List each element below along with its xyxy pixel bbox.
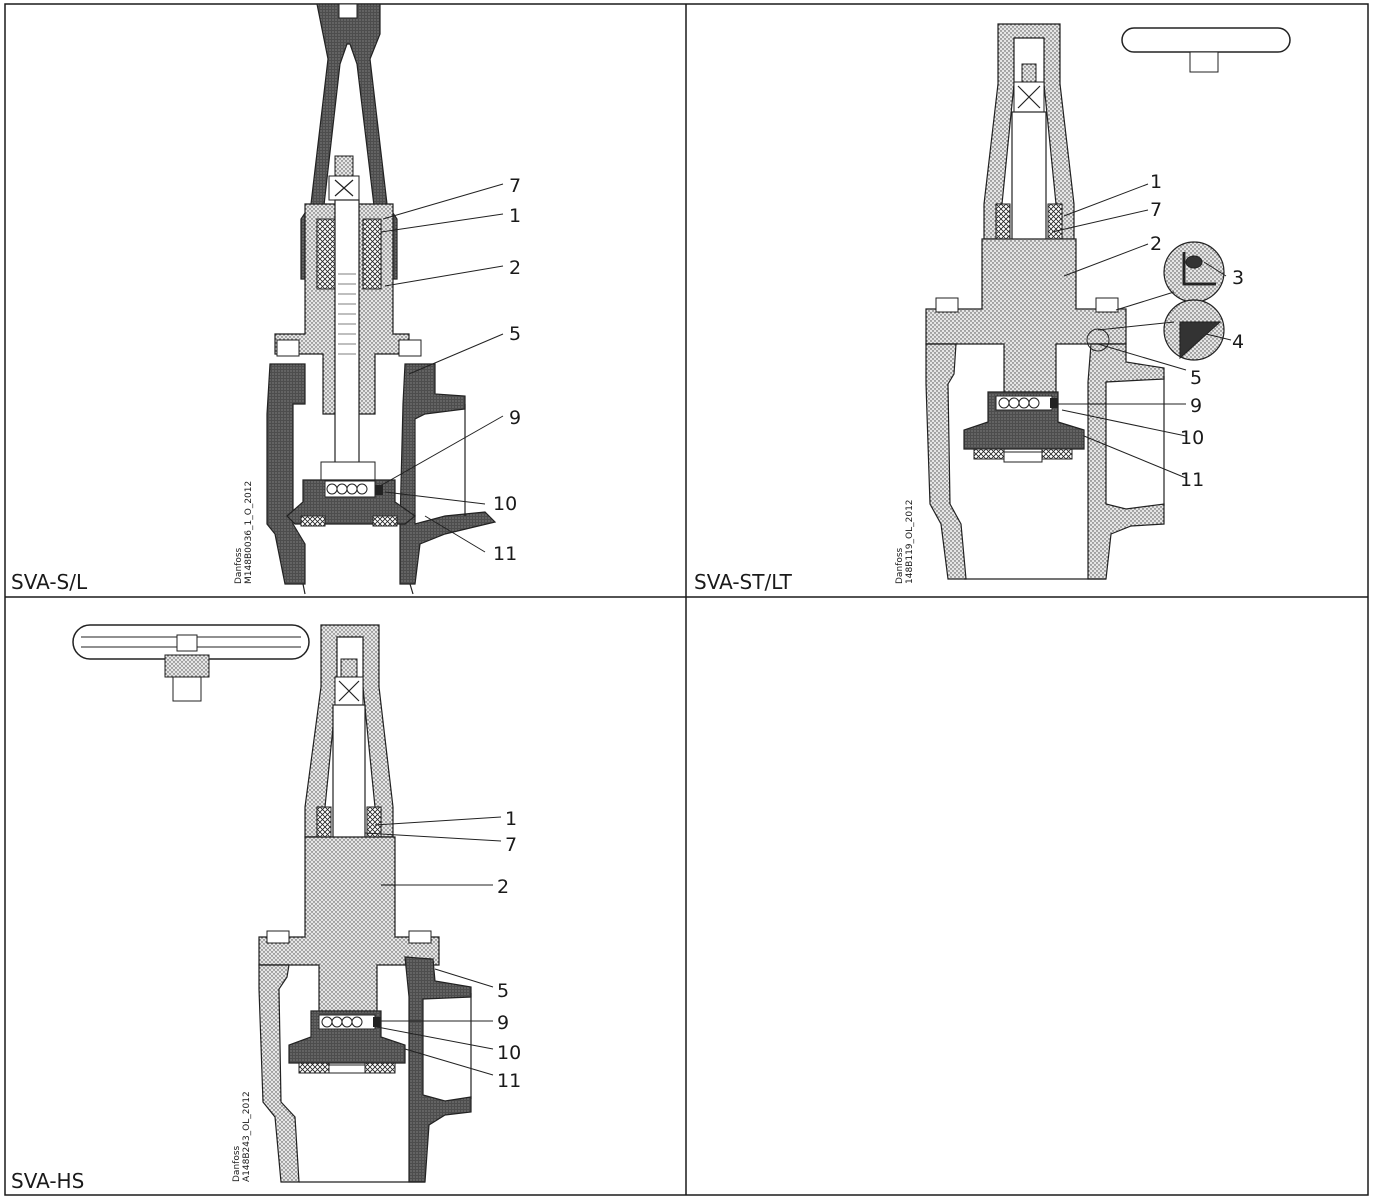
yoke-slot <box>338 4 358 19</box>
callout-label: 5 <box>509 323 521 345</box>
spindle <box>334 199 360 491</box>
callout-label: 2 <box>497 876 509 898</box>
callout-label: 1 <box>1150 171 1162 193</box>
drawing-code-line1: Danfoss <box>895 547 905 584</box>
callout-label: 1 <box>505 808 517 830</box>
callout-label: 11 <box>1180 469 1204 491</box>
callout-label: 10 <box>1180 427 1204 449</box>
packing-left <box>316 218 336 290</box>
body-left-wall <box>266 363 306 585</box>
callout-label: 5 <box>1190 367 1202 389</box>
callout-label: 11 <box>493 543 517 565</box>
drawing-code-line2: A148B243_OL_2012 <box>242 1091 252 1182</box>
valve-drawing-sva-s-l: 7 1 2 5 9 10 11 Danfoss M148B0036_1_O_20… <box>234 4 521 595</box>
callout-label: 11 <box>497 1070 521 1092</box>
valve-drawing-sva-st-lt: 1 7 2 3 4 5 9 10 11 Danfoss 148B119_OL_2… <box>895 23 1291 584</box>
handwheel-hub <box>1189 51 1219 73</box>
detail-circle-3 <box>1163 241 1225 303</box>
callout-label: 10 <box>497 1042 521 1064</box>
callout-label: 9 <box>1190 395 1202 417</box>
body-right-wall <box>399 363 497 585</box>
callout-label: 3 <box>1232 267 1244 289</box>
packing-right <box>362 218 382 290</box>
callout-label: 10 <box>493 493 517 515</box>
callout-label: 1 <box>509 205 521 227</box>
body-left-wall <box>925 343 967 580</box>
handwheel-hub <box>164 654 210 678</box>
figure-sva-hs: 1 7 2 5 9 10 11 Danfoss A148B243_OL_2012… <box>5 597 686 1195</box>
bolt-left <box>276 339 300 357</box>
body-left-wall <box>258 964 300 1183</box>
body-right-wall <box>1087 343 1165 580</box>
bonnet-tower <box>304 624 394 838</box>
handwheel-nut <box>176 634 198 652</box>
figure-sva-st-lt: 1 7 2 3 4 5 9 10 11 Danfoss 148B119_OL_2… <box>686 4 1368 597</box>
callout-label: 7 <box>505 834 517 856</box>
detail-marker <box>1086 328 1110 352</box>
callout-label: 2 <box>509 257 521 279</box>
figure-title: SVA-HS <box>11 1169 85 1193</box>
figure-sva-s-l: 7 1 2 5 9 10 11 Danfoss M148B0036_1_O_20… <box>5 4 686 597</box>
figure-title: SVA-S/L <box>11 570 88 594</box>
bonnet-tower <box>983 23 1075 240</box>
callout-label: 5 <box>497 980 509 1002</box>
spindle-cap <box>334 155 354 177</box>
empty-cell <box>686 597 1368 1195</box>
figure-title: SVA-ST/LT <box>694 570 792 594</box>
drawing-code-line1: Danfoss <box>234 547 244 584</box>
cone-top <box>320 461 376 481</box>
bolt-left <box>935 297 959 313</box>
valve-drawing-sva-hs: 1 7 2 5 9 10 11 Danfoss A148B243_OL_2012 <box>72 624 521 1183</box>
bolt-left <box>266 930 290 944</box>
body-right-wall <box>404 956 472 1183</box>
callout-label: 4 <box>1232 331 1244 353</box>
handwheel <box>1121 27 1291 53</box>
bolt-right <box>1095 297 1119 313</box>
callout-label: 9 <box>509 407 521 429</box>
callout-label: 2 <box>1150 233 1162 255</box>
callout-label: 9 <box>497 1012 509 1034</box>
bolt-right <box>398 339 422 357</box>
drawing-code-line2: 148B119_OL_2012 <box>905 499 915 584</box>
bolt-right <box>408 930 432 944</box>
drawing-code-line1: Danfoss <box>232 1145 242 1182</box>
callout-label: 7 <box>509 175 521 197</box>
drawing-code-line2: M148B0036_1_O_2012 <box>244 481 254 584</box>
callout-label: 7 <box>1150 199 1162 221</box>
